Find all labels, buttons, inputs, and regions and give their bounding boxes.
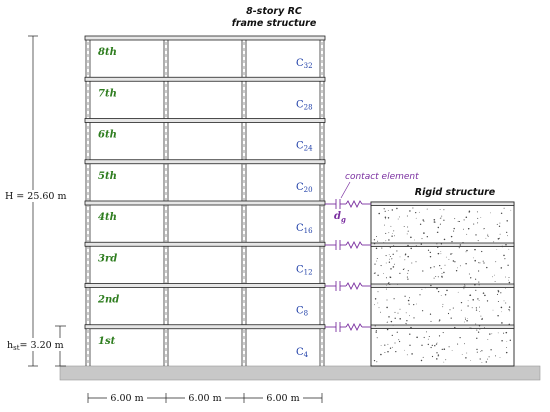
frame-title-line-2: frame structure xyxy=(232,18,317,29)
column-label: C12 xyxy=(296,264,313,276)
contact-element-label: contact element xyxy=(345,172,419,182)
floor-beam-4 xyxy=(84,200,326,206)
contact-element-4 xyxy=(325,322,371,332)
contact-elements xyxy=(325,199,371,332)
rigid-structure-label: Rigid structure xyxy=(415,187,496,198)
contact-element-1 xyxy=(325,199,371,209)
rigid-floor-2 xyxy=(370,242,515,247)
rigid-structure xyxy=(370,201,515,367)
floor-beam-6 xyxy=(84,118,326,123)
rigid-floor-1 xyxy=(370,201,515,206)
column-label: C32 xyxy=(296,58,313,70)
bay-label-2: 6.00 m xyxy=(188,393,221,404)
bay-dimension-line xyxy=(87,392,323,403)
column-label: C20 xyxy=(296,182,313,194)
floor-beam-7 xyxy=(84,76,326,82)
ground-slab xyxy=(59,365,541,381)
story-height-dimension xyxy=(6,325,72,367)
gap-label: dg xyxy=(334,211,346,224)
floor-beam-1 xyxy=(84,324,326,330)
contact-element-2 xyxy=(325,240,371,250)
contact-leader-line xyxy=(340,181,351,199)
column-label: C16 xyxy=(296,223,313,235)
story-label: 8th xyxy=(98,47,117,58)
bay-label-3: 6.00 m xyxy=(266,393,299,404)
floor-beam-2 xyxy=(84,283,326,288)
floor-beam-8 xyxy=(84,35,326,41)
rigid-floor-3 xyxy=(370,283,515,288)
story-label: 4th xyxy=(98,212,117,223)
story-label: 3rd xyxy=(98,253,117,264)
floor-beam-3 xyxy=(84,241,326,247)
story-label: 5th xyxy=(98,171,117,182)
column-label: C8 xyxy=(296,306,308,318)
story-height-label: hst= 3.20 m xyxy=(7,340,64,352)
story-label: 7th xyxy=(98,88,117,99)
rigid-floor-4 xyxy=(370,324,515,329)
column-label: C28 xyxy=(296,99,313,111)
story-label: 2nd xyxy=(97,295,119,306)
story-label: 6th xyxy=(98,130,117,141)
height-label: H = 25.60 m xyxy=(5,191,67,202)
frame-title-line-1: 8-story RC xyxy=(246,6,302,17)
bay-label-1: 6.00 m xyxy=(110,393,143,404)
floor-beam-5 xyxy=(84,159,326,165)
contact-element-3 xyxy=(325,281,371,291)
story-label: 1st xyxy=(98,336,116,347)
column-label: C4 xyxy=(296,347,309,359)
column-label: C24 xyxy=(296,141,313,153)
height-dimension xyxy=(3,35,63,367)
